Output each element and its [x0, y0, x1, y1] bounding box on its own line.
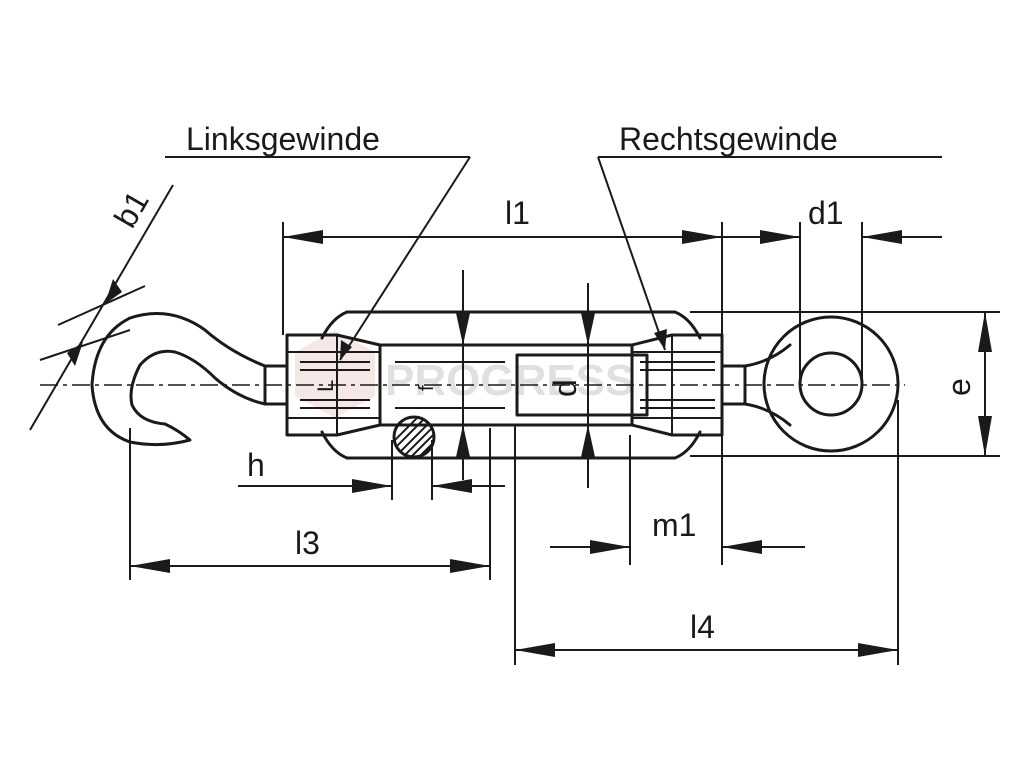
- dim-e: [690, 311, 1000, 457]
- label-h: h: [247, 447, 265, 483]
- label-L: L: [313, 380, 338, 392]
- leader-linksgewinde: [165, 156, 471, 361]
- label-e: e: [941, 378, 977, 396]
- label-l3: l3: [295, 525, 320, 561]
- dim-d1: [722, 222, 942, 384]
- dim-d: [581, 283, 595, 488]
- label-d: d: [547, 379, 583, 397]
- dim-b1: [29, 184, 174, 431]
- label-linksgewinde: Linksgewinde: [186, 121, 380, 157]
- dim-l1: [282, 222, 723, 335]
- dim-l3: [129, 428, 491, 580]
- turnbuckle-body: [263, 310, 747, 460]
- thread-hatching: [300, 361, 715, 409]
- label-d1: d1: [808, 195, 844, 231]
- dim-m1: [550, 435, 805, 565]
- dim-h: [238, 440, 505, 500]
- dim-f: [456, 270, 470, 480]
- watermark-text: PROGRESS: [385, 356, 634, 405]
- label-f: f: [416, 385, 438, 391]
- label-l4: l4: [690, 609, 715, 645]
- label-rechtsgewinde: Rechtsgewinde: [619, 121, 838, 157]
- eye: [743, 315, 900, 453]
- leader-rechtsgewinde: [597, 156, 942, 351]
- hook: [90, 312, 267, 447]
- label-l1: l1: [505, 195, 530, 231]
- label-m1: m1: [652, 507, 696, 543]
- dim-l4: [514, 400, 899, 665]
